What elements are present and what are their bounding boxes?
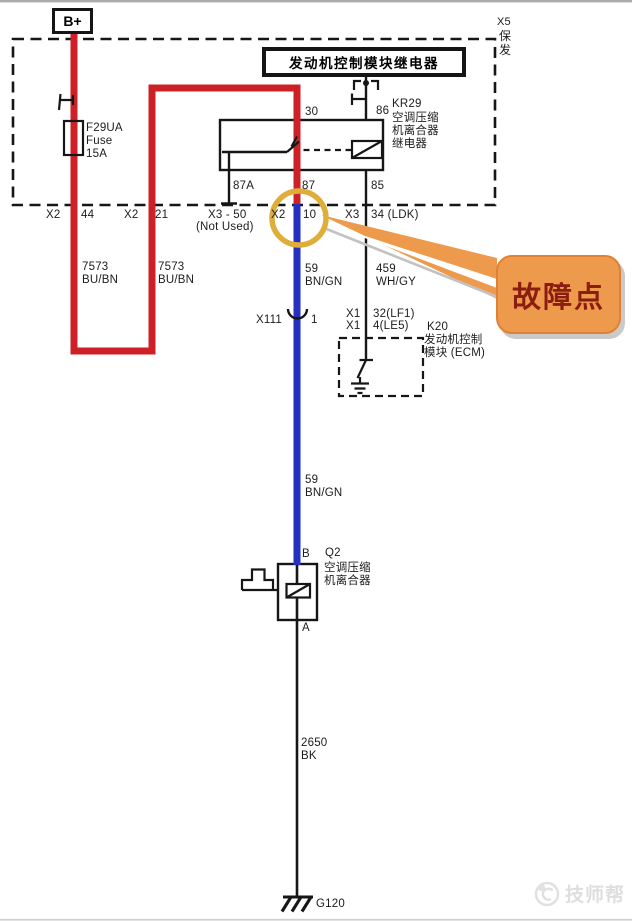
relay-feed-switch-symbol [350, 93, 366, 105]
relay-id-label: KR29 [392, 98, 422, 110]
wire-7573-label-1: 7573 BU/BN [82, 261, 119, 286]
clutch-terminal-b-label: B [302, 548, 310, 560]
pin-87a-wire [221, 150, 287, 205]
callout-pointer-highlight [325, 223, 497, 288]
fuse-feed-connector-symbol [57, 93, 75, 111]
fault-highlight-circle [269, 188, 329, 248]
wire-2650-label: 2650 BK [301, 737, 328, 762]
conn-x3-50-label: X3 - 50 [208, 209, 247, 221]
fault-point-label: 故障点 [511, 281, 605, 314]
g120-ground-tines [280, 896, 313, 913]
ecm-conn-a-label: X1 [346, 308, 361, 320]
fusebox-location-label: 保 发 [499, 29, 512, 57]
conn-x2-44-conn: X2 [46, 209, 61, 221]
fault-point-callout: 故障点 [496, 255, 621, 334]
watermark-brand: 技师帮 [565, 885, 626, 906]
relay-name-label: 空调压缩 机离合器 继电器 [392, 112, 439, 150]
ground-id-label: G120 [316, 898, 345, 910]
wire-7573-label-2: 7573 BU/BN [158, 261, 195, 286]
scan-line-top [0, 0, 632, 3]
relay-coil-diagonal [351, 140, 383, 159]
clutch-name-label: 空调压缩 机离合器 [324, 562, 371, 587]
power-wire-red [70, 30, 301, 355]
wire-459-label: 459 WH/GY [376, 263, 416, 288]
watermark-logo-swirl [541, 887, 554, 901]
ecm-pin-a-label: 32(LF1) [373, 308, 415, 320]
relay-pin-86-label: 86 [376, 105, 390, 117]
conn-x3-34-pin: 34 (LDK) [371, 209, 419, 221]
relay-pin-30-label: 30 [305, 106, 319, 118]
ecm-relay-title-box: 发动机控制模块继电器 [262, 47, 466, 77]
fuse-label: F29UA Fuse 15A [86, 122, 123, 160]
fusebox-dashed-boundary [11, 37, 497, 207]
clutch-id-label: Q2 [325, 547, 341, 559]
callout-pointer-needle [323, 226, 501, 300]
clutch-terminal-a-label: A [302, 622, 310, 634]
conn-x3-50-note: (Not Used) [196, 221, 254, 233]
wire-59-upper-label: 59 BN/GN [305, 263, 343, 288]
scan-line-bottom [0, 918, 632, 921]
ecm-name-label: 发动机控制 模块 (ECM) [424, 334, 486, 359]
battery-bplus-box: B+ [52, 8, 93, 34]
relay-armature [286, 140, 300, 153]
fusebox-connector-label: X5 [497, 16, 511, 28]
conn-x2-44-pin: 44 [81, 209, 95, 221]
watermark-logo-dot [537, 883, 546, 892]
x111-id-label: X111 [256, 314, 282, 326]
clutch-coil-diagonal [285, 583, 311, 599]
k20-ecm-dashed-box [337, 336, 425, 398]
conn-x2-21-conn: X2 [124, 209, 139, 221]
conn-x2-21-pin: 21 [155, 209, 169, 221]
relay-armature-tick [290, 135, 298, 148]
wire-59-lower-label: 59 BN/GN [305, 474, 343, 499]
ecm-internal-ground-icon [351, 382, 369, 395]
conn-x3-34-conn: X3 [345, 209, 360, 221]
relay-feed-pin-dot [363, 80, 369, 86]
relay-feed-plug-icon [352, 79, 380, 90]
battery-label: B+ [63, 13, 82, 29]
watermark-logo-icon [534, 881, 560, 907]
relay-pin-85-label: 85 [371, 180, 385, 192]
relay-pin-87-label: 87 [302, 180, 316, 192]
conn-x2-10-pin: 10 [303, 209, 317, 221]
ecm-id-label: K20 [427, 321, 449, 333]
ecm-relay-title: 发动机控制模块继电器 [289, 56, 439, 71]
clutch-mechanical-link-icon [240, 568, 278, 592]
relay-pin-87a-label: 87A [233, 180, 255, 192]
ecm-switch-armature [356, 359, 367, 383]
x111-connector-icon [286, 308, 309, 320]
fuse-symbol [62, 119, 85, 157]
ecm-pin-b-label: 4(LE5) [373, 320, 409, 332]
ecm-conn-b-label: X1 [346, 320, 361, 332]
conn-x2-10-conn: X2 [271, 209, 286, 221]
x111-pin-label: 1 [311, 314, 318, 326]
